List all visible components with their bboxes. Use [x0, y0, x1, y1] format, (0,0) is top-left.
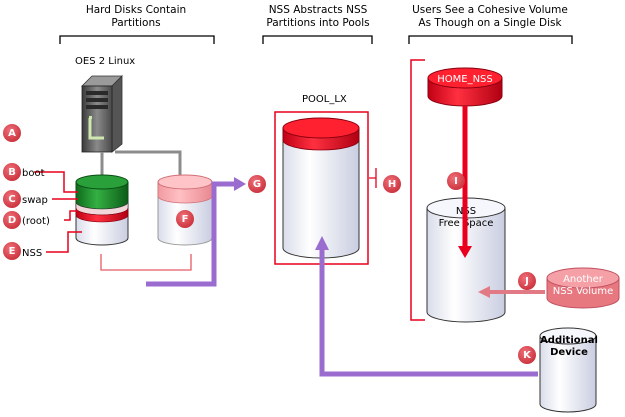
another-volume-line2: NSS Volume — [553, 286, 614, 297]
callout-badge-a — [3, 124, 21, 142]
partition-label-boot: boot — [22, 168, 45, 179]
additional-device-cylinder — [539, 327, 597, 413]
volume-frame — [410, 59, 425, 321]
header-users-see-line1: Users See a Cohesive Volume — [412, 4, 568, 16]
another-nss-volume — [546, 267, 620, 309]
home-nss-volume — [427, 67, 503, 107]
callout-badge-letter: C — [8, 194, 15, 205]
callout-badges: A B CD E F G H I J K — [3, 124, 536, 364]
callout-badge-g — [248, 175, 266, 193]
callout-badge-letter: B — [8, 167, 16, 178]
partitioned-disk — [75, 174, 129, 246]
server-tower-icon — [81, 75, 123, 153]
partition-label-swap: swap — [22, 195, 48, 206]
root-leader — [64, 210, 78, 221]
header-users-see: Users See a Cohesive Volume As Though on… — [408, 4, 573, 44]
callout-badge-letter: D — [8, 215, 16, 226]
callout-badge-c — [3, 190, 21, 208]
callout-badge-letter: A — [8, 128, 16, 139]
another-volume-line1: Another — [563, 274, 604, 285]
callout-badge-letter: H — [388, 179, 396, 190]
callout-badge-letter: E — [9, 246, 16, 257]
nss-leader — [46, 231, 82, 253]
callout-badge-letter: J — [524, 276, 529, 287]
callout-badge-e — [3, 242, 21, 260]
disk-to-pool-arrow — [146, 181, 234, 287]
callout-badge-letter: K — [523, 350, 532, 361]
header-hard-disks-line1: Hard Disks Contain — [86, 4, 186, 16]
header-nss-abstracts-line2: Partitions into Pools — [266, 17, 369, 29]
server-label: OES 2 Linux — [75, 56, 135, 67]
header-hard-disks: Hard Disks Contain Partitions — [59, 4, 215, 44]
disk-to-pool-arrowhead — [234, 177, 246, 191]
boot-leader — [34, 171, 78, 193]
callout-badge-letter: I — [454, 176, 458, 187]
callout-badge-k — [518, 346, 536, 364]
header-nss-abstracts-line1: NSS Abstracts NSS — [269, 4, 368, 16]
callout-badge-letter: F — [182, 214, 189, 225]
callout-badge-j — [518, 272, 536, 290]
callout-badge-h — [383, 175, 401, 193]
partition-label-nss: NSS — [22, 248, 42, 259]
server-connector — [115, 150, 182, 178]
callout-badge-b — [3, 163, 21, 181]
header-nss-abstracts: NSS Abstracts NSS Partitions into Pools — [262, 4, 373, 44]
device-to-pool-arrow — [319, 248, 538, 377]
callout-badge-d — [3, 211, 21, 229]
header-bracket — [408, 35, 573, 44]
pool-side-bracket — [369, 168, 377, 188]
volume-to-space-arrowhead — [458, 246, 472, 258]
additional-device-line1: Additional — [540, 335, 598, 346]
callout-badge-f — [176, 210, 194, 228]
header-hard-disks-line2: Partitions — [111, 17, 160, 29]
header-users-see-line2: As Though on a Single Disk — [418, 17, 562, 29]
callout-badge-letter: G — [253, 179, 261, 190]
another-volume-arrowhead — [478, 286, 490, 298]
nss-partitions-bracket — [100, 254, 192, 271]
header-bracket — [262, 35, 373, 44]
additional-device-line2: Device — [550, 347, 588, 358]
header-bracket — [59, 35, 215, 44]
device-to-pool-arrowhead — [315, 236, 329, 250]
volume-label: HOME_NSS — [437, 74, 493, 85]
pool-cylinder — [282, 117, 360, 259]
partition-label-root: (root) — [22, 216, 50, 227]
callout-badge-i — [447, 172, 465, 190]
pool-label: POOL_LX — [302, 94, 347, 105]
